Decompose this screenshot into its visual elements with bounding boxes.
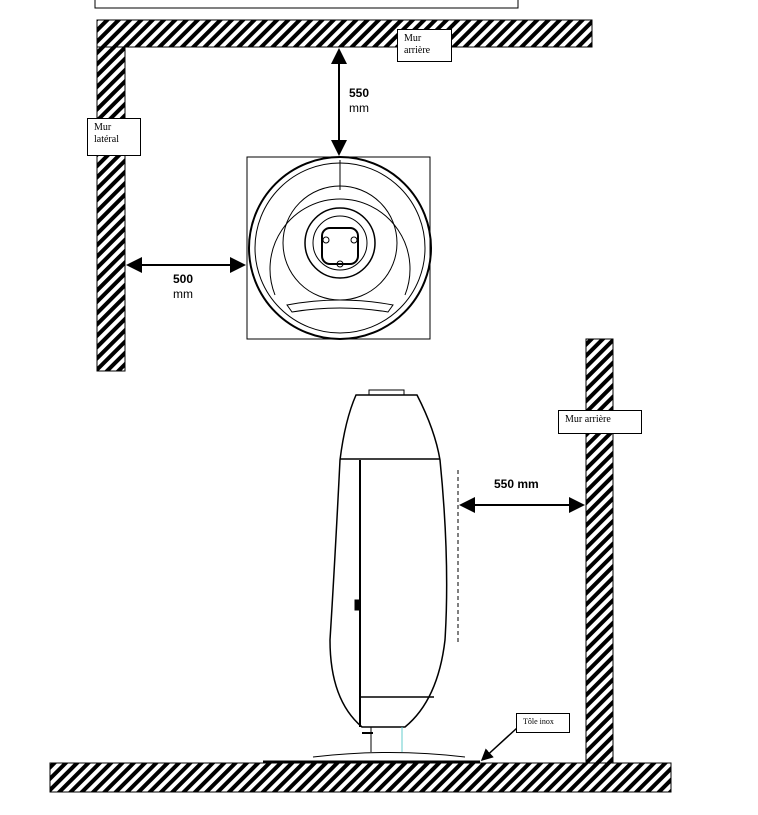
floor-plate-label: Tôle inox [516,713,570,733]
side-back-wall-label: Mur arrière [558,410,642,434]
back-distance-value: 550 [349,86,370,100]
top-back-wall [96,19,593,48]
side-distance-value: 500 [173,272,194,286]
side-distance-label: 500 mm [173,272,193,302]
plate-pointer-arrow [480,727,518,762]
back-distance-label: 550 mm [349,86,369,116]
side-back-distance-label: 550 mm [494,477,539,491]
top-side-wall-label: Mur latéral [87,118,141,156]
stove-side-view [263,389,480,764]
side-distance-unit: mm [173,287,193,301]
top-back-wall-label: Mur arrière [397,29,452,62]
floor [49,762,672,793]
side-back-wall [585,338,614,764]
top-text-box [94,0,519,9]
top-side-wall [96,46,126,372]
back-distance-unit: mm [349,101,369,115]
stove-top-view [246,156,432,340]
